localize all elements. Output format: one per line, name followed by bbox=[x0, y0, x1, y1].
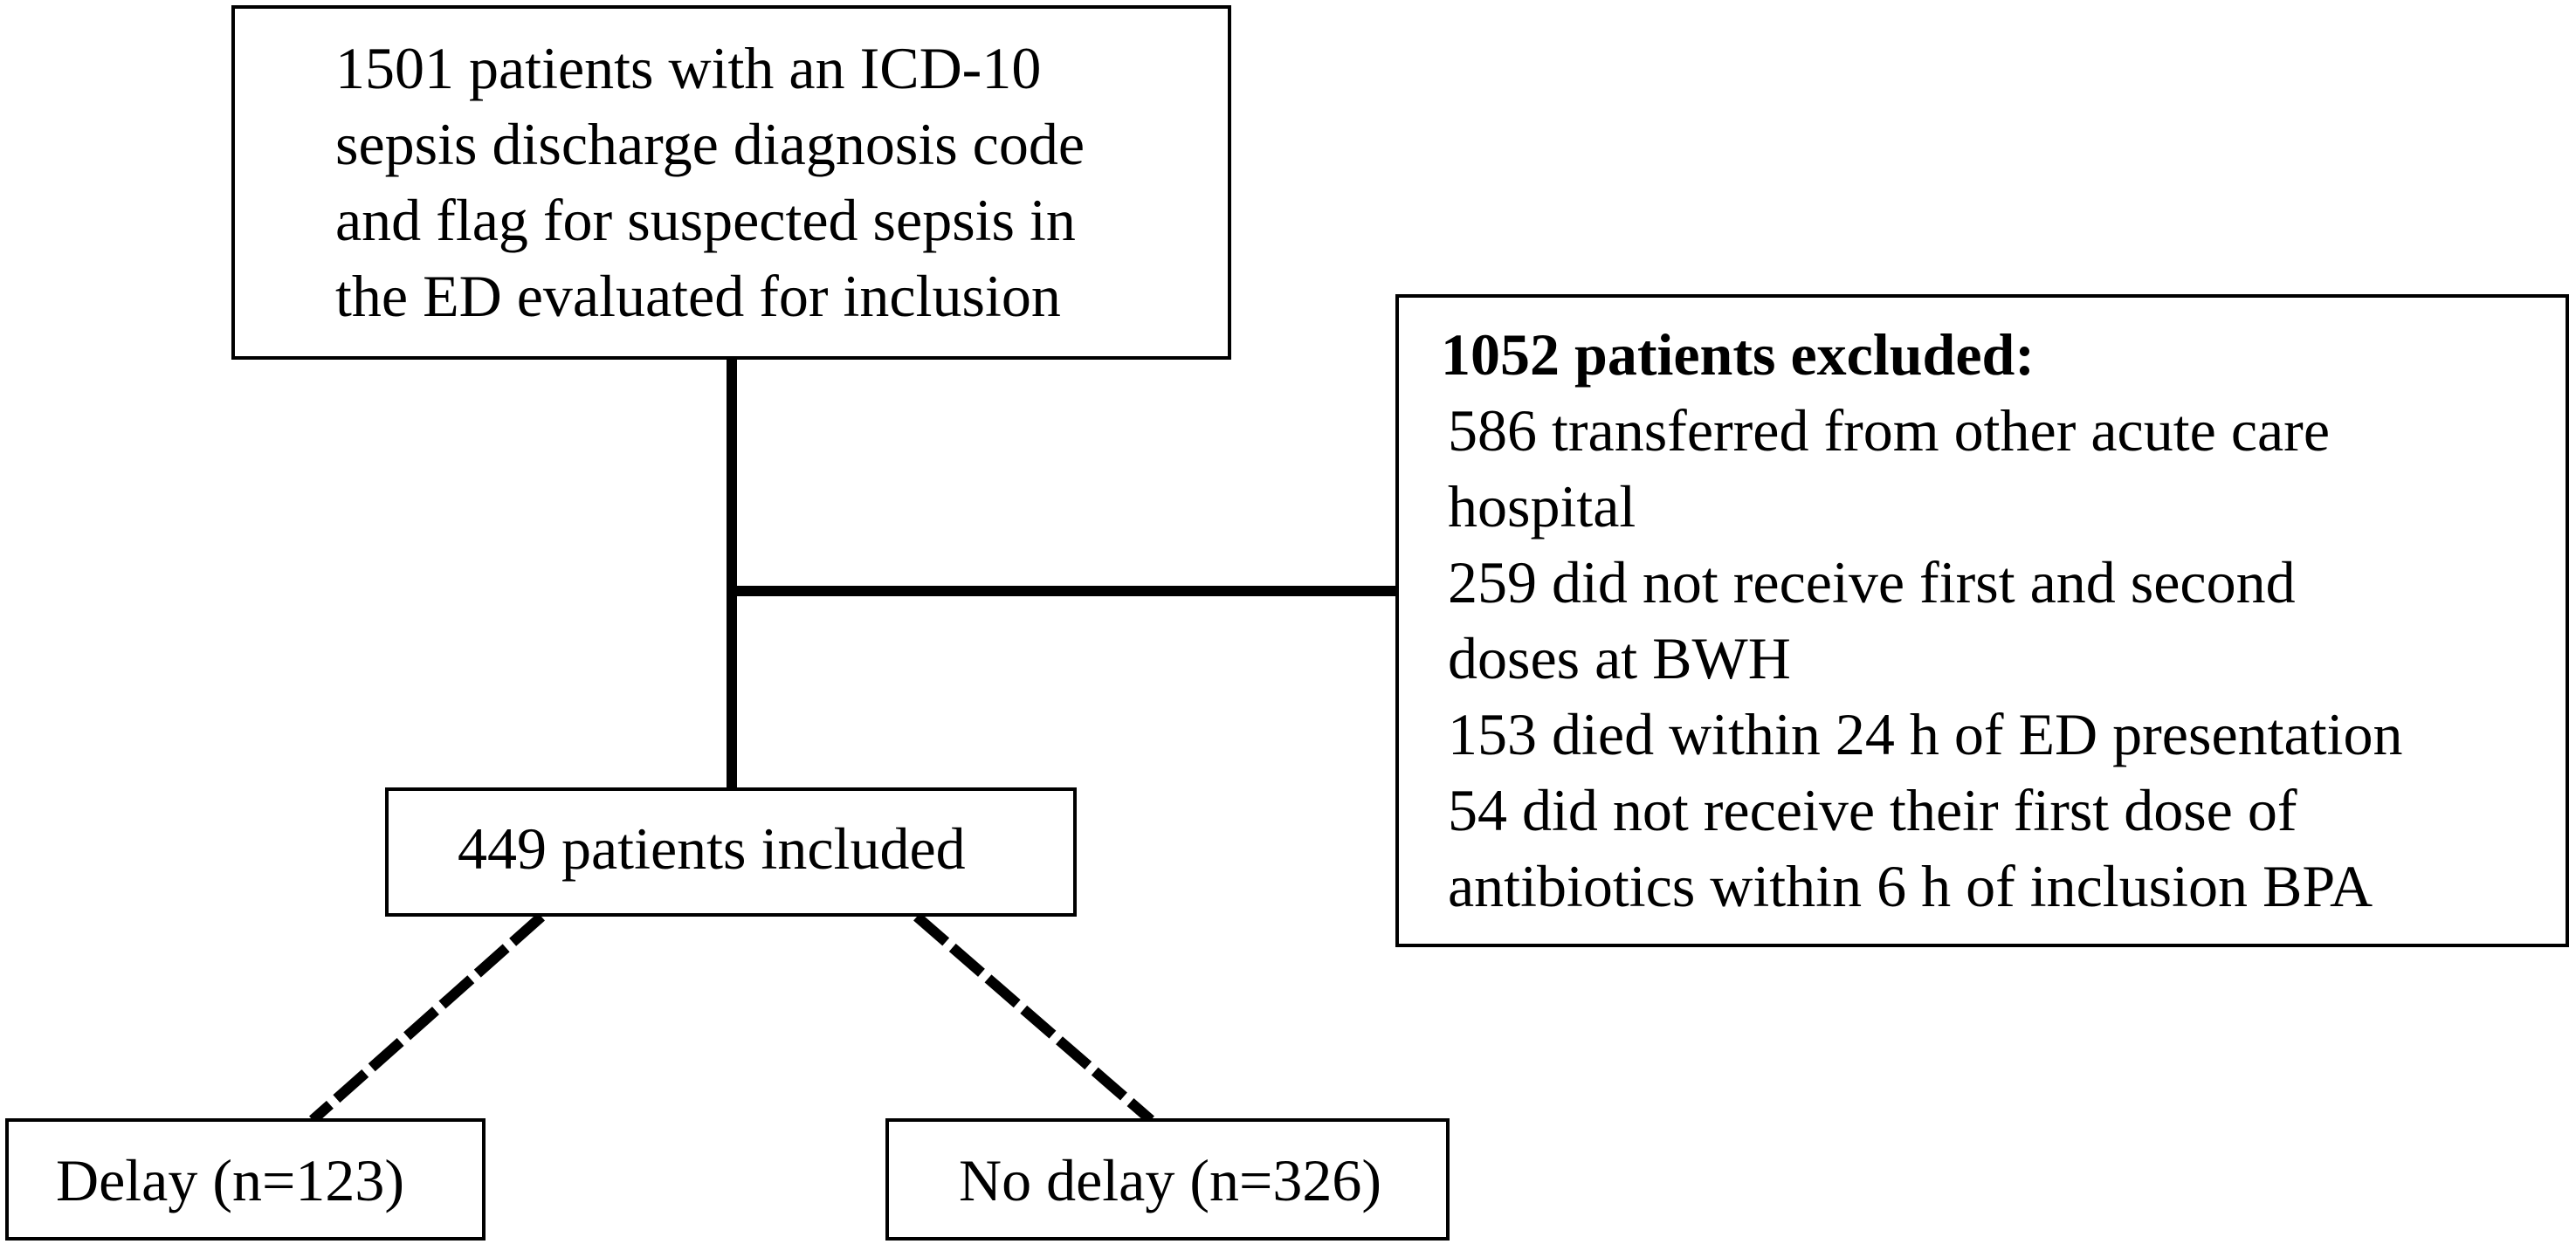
edge-included-to-delay bbox=[309, 912, 545, 1124]
no-delay-box bbox=[885, 1118, 1450, 1241]
screened-line-1: 1501 patients with an ICD-10 bbox=[335, 35, 1042, 101]
edge-included-to-no-delay bbox=[913, 912, 1154, 1124]
excluded-line-1: 586 transferred from other acute care bbox=[1448, 397, 2331, 464]
included-box bbox=[385, 787, 1077, 917]
excluded-line-3: 259 did not receive first and second bbox=[1448, 549, 2296, 615]
excluded-box bbox=[1395, 294, 2569, 947]
excluded-heading: 1052 patients excluded: bbox=[1441, 321, 2035, 388]
screened-line-4: the ED evaluated for inclusion bbox=[335, 263, 1061, 329]
screened-line-2: sepsis discharge diagnosis code bbox=[335, 111, 1085, 177]
no-delay-label: No delay (n=326) bbox=[959, 1147, 1382, 1213]
screened-box bbox=[231, 5, 1231, 360]
included-label: 449 patients included bbox=[458, 815, 966, 882]
excluded-line-7: antibiotics within 6 h of inclusion BPA bbox=[1448, 853, 2373, 919]
excluded-line-4: doses at BWH bbox=[1448, 625, 1791, 691]
excluded-line-2: hospital bbox=[1448, 473, 1636, 540]
excluded-line-6: 54 did not receive their first dose of bbox=[1448, 777, 2297, 843]
excluded-line-5: 153 died within 24 h of ED presentation bbox=[1448, 701, 2403, 767]
delay-label: Delay (n=123) bbox=[56, 1147, 405, 1213]
screened-line-3: and flag for suspected sepsis in bbox=[335, 187, 1076, 253]
delay-box bbox=[5, 1118, 486, 1241]
